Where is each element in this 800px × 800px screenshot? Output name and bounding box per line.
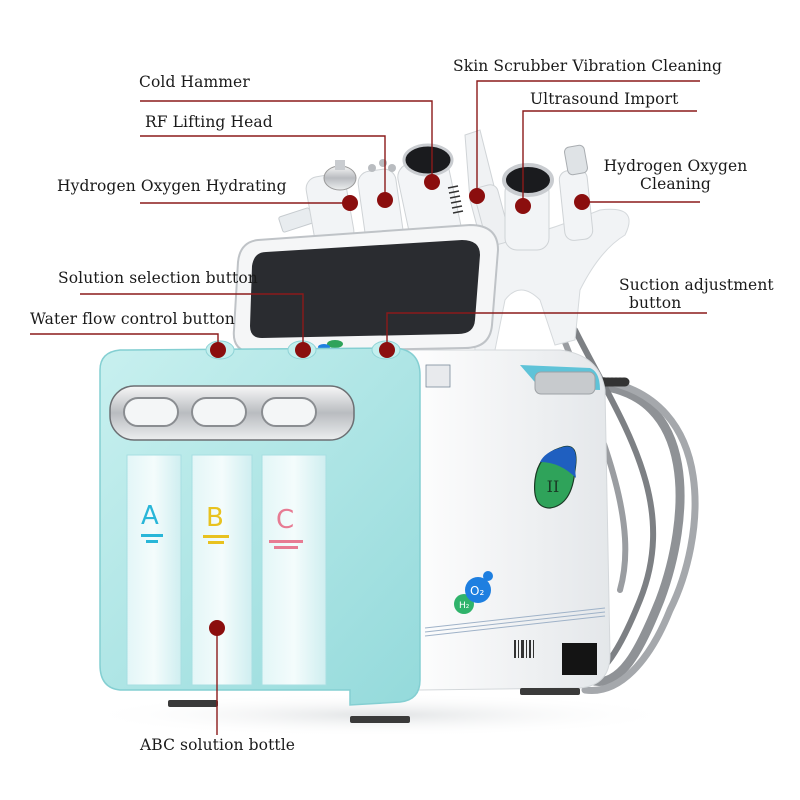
label-cleaning-line2: Cleaning	[640, 174, 711, 193]
bottle-a	[126, 454, 182, 686]
dot-suction	[379, 342, 395, 358]
label-rf-lifting-head: RF Lifting Head	[145, 113, 273, 131]
annotation-dots	[209, 174, 590, 636]
floor-shadow	[80, 693, 680, 737]
h2o2-logo: H₂ O₂	[454, 571, 493, 614]
main-body-white	[399, 349, 611, 691]
label-abc-solution-bottle: ABC solution bottle	[140, 736, 296, 754]
leader-cold-hammer	[140, 100, 433, 182]
label-water-flow-control-button: Water flow control button	[30, 310, 235, 328]
leader-suction	[386, 312, 707, 348]
leader-solution-selection	[80, 293, 304, 348]
dot-skin-scrubber	[469, 188, 485, 204]
bottle-c	[261, 454, 327, 686]
handpiece-ultrasound	[502, 163, 554, 251]
leader-rf-lifting	[140, 135, 386, 200]
bottle-letter-a: A	[141, 501, 159, 531]
bottle-b	[191, 454, 253, 686]
dot-abc-bottle	[209, 620, 225, 636]
label-hydrogen-oxygen-hydrating: Hydrogen Oxygen Hydrating	[57, 177, 287, 195]
bottle-letter-b: B	[206, 503, 224, 533]
label-hydrogen-oxygen-cleaning: Hydrogen Oxygen Cleaning	[603, 157, 748, 194]
label-suction-line1: Suction adjustment	[619, 276, 774, 294]
bottle-letter-c: C	[276, 505, 295, 535]
touch-screen	[232, 223, 500, 354]
dot-cold-hammer	[424, 174, 440, 190]
handpiece-hydrogen-oxygen-hydrating	[278, 160, 357, 247]
model-badge: II	[533, 445, 577, 509]
dot-ultrasound	[515, 198, 531, 214]
power-port	[562, 643, 597, 675]
label-ultrasound-import: Ultrasound Import	[530, 90, 679, 108]
front-body-teal	[99, 340, 580, 723]
label-cold-hammer: Cold Hammer	[139, 73, 250, 91]
leader-skin-scrubber	[476, 80, 700, 196]
label-skin-scrubber: Skin Scrubber Vibration Cleaning	[453, 57, 723, 75]
badge-text: II	[547, 477, 560, 496]
dot-rf-lifting	[377, 192, 393, 208]
label-suction-adjustment-button: Suction adjustment button	[619, 276, 774, 313]
barcode	[514, 640, 534, 658]
label-solution-selection-button: Solution selection button	[58, 269, 258, 287]
svg-text:O₂: O₂	[470, 584, 484, 598]
label-cleaning-line1: Hydrogen Oxygen	[603, 157, 748, 175]
dot-water-flow	[210, 342, 226, 358]
leader-water-flow	[30, 333, 219, 348]
annotation-lines	[30, 80, 707, 735]
leader-ultrasound	[522, 110, 697, 206]
dot-cleaning	[574, 194, 590, 210]
dot-solution-selection	[295, 342, 311, 358]
label-suction-line2: button	[629, 293, 682, 312]
svg-text:H₂: H₂	[459, 601, 470, 611]
dot-hydrating	[342, 195, 358, 211]
